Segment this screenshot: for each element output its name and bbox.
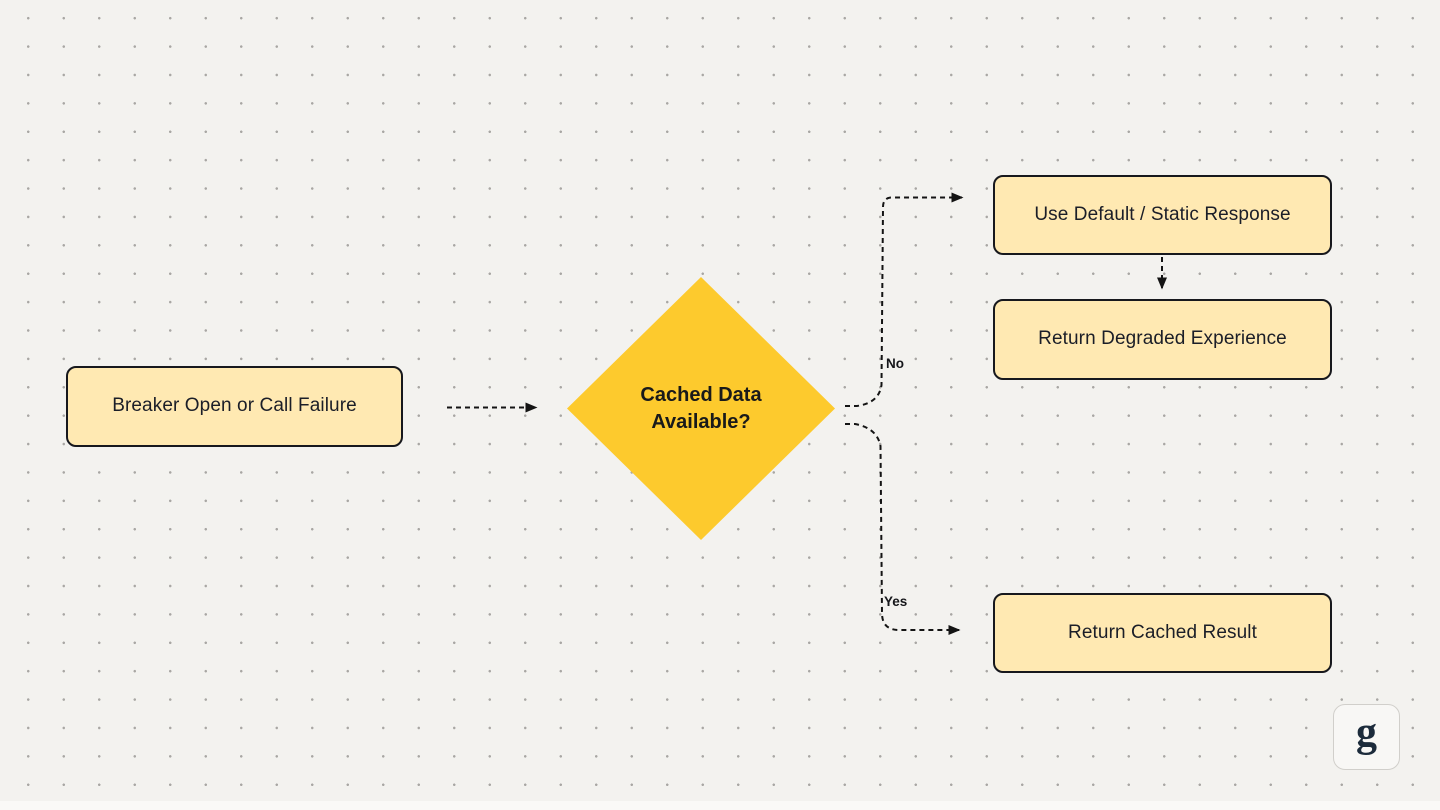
node-label: Return Cached Result <box>1068 621 1257 643</box>
node-label: Use Default / Static Response <box>1034 203 1291 225</box>
decision-diamond-shape <box>567 277 835 540</box>
node-label: Breaker Open or Call Failure <box>112 395 357 417</box>
logo-badge[interactable]: g <box>1333 704 1400 770</box>
node-breaker-open-or-call-failure[interactable]: Breaker Open or Call Failure <box>66 366 403 447</box>
node-return-degraded-experience[interactable]: Return Degraded Experience <box>993 299 1332 380</box>
node-use-default-static-response[interactable]: Use Default / Static Response <box>993 175 1332 255</box>
node-label: Cached Data Available? <box>640 383 762 433</box>
logo-letter-g: g <box>1356 709 1377 756</box>
node-return-cached-result[interactable]: Return Cached Result <box>993 593 1332 673</box>
edge-label-yes: Yes <box>884 594 908 609</box>
edge-decision-no-to-default-response <box>845 192 964 407</box>
canvas-bottom-edge <box>0 801 1440 810</box>
node-label: Return Degraded Experience <box>1038 328 1287 350</box>
node-cached-data-available-decision[interactable]: Cached Data Available? <box>567 277 835 540</box>
edge-label-no: No <box>886 356 904 371</box>
